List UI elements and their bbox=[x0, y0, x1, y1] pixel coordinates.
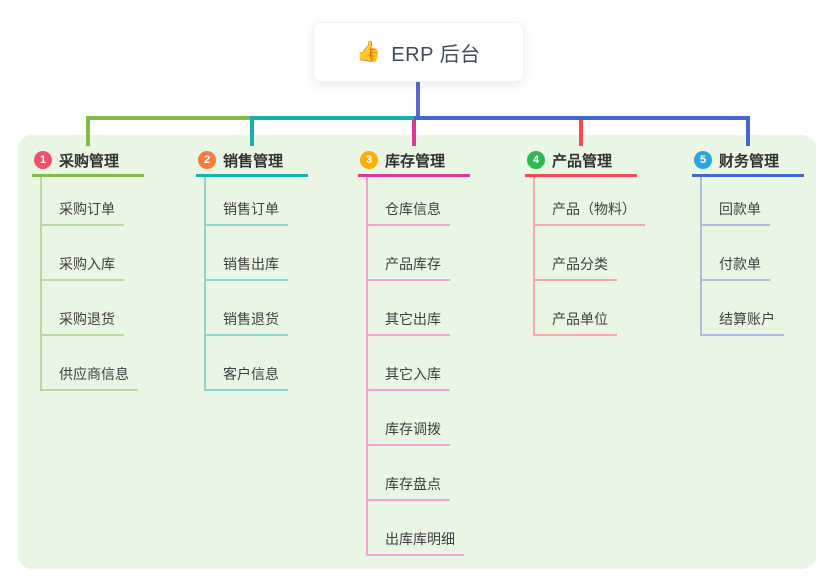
root-node[interactable]: 👍 ERP 后台 bbox=[313, 22, 524, 82]
branch-node-label: 财务管理 bbox=[719, 152, 780, 170]
branches-panel bbox=[18, 135, 816, 569]
child-node[interactable]: 回款单 bbox=[702, 177, 770, 226]
branch-drop-line-4 bbox=[579, 120, 583, 146]
child-node[interactable]: 产品（物料） bbox=[535, 177, 645, 226]
bus-segment-teal bbox=[250, 116, 416, 120]
branch-node-label: 产品管理 bbox=[552, 152, 613, 170]
branch-children: 回款单付款单结算账户 bbox=[700, 177, 804, 336]
bus-segment-green bbox=[86, 116, 252, 120]
branch-number-badge: 1 bbox=[34, 151, 52, 169]
child-node[interactable]: 出库库明细 bbox=[368, 501, 464, 556]
branch-4: 4 产品管理产品（物料）产品分类产品单位 bbox=[525, 146, 645, 336]
branch-5: 5 财务管理回款单付款单结算账户 bbox=[692, 146, 804, 336]
branch-node-label: 库存管理 bbox=[385, 152, 446, 170]
branch-node-1[interactable]: 1 采购管理 bbox=[32, 146, 144, 177]
child-node[interactable]: 产品分类 bbox=[535, 226, 617, 281]
child-node[interactable]: 结算账户 bbox=[702, 281, 784, 336]
branch-children: 产品（物料）产品分类产品单位 bbox=[533, 177, 645, 336]
child-node[interactable]: 销售订单 bbox=[206, 177, 288, 226]
child-node[interactable]: 产品单位 bbox=[535, 281, 617, 336]
bus-segment-blue bbox=[414, 116, 750, 120]
child-node[interactable]: 仓库信息 bbox=[368, 177, 450, 226]
root-connector-line bbox=[416, 82, 420, 120]
branch-node-3[interactable]: 3 库存管理 bbox=[358, 146, 470, 177]
branch-drop-line-1 bbox=[86, 120, 90, 146]
thumbs-up-icon: 👍 bbox=[356, 41, 382, 63]
branch-node-4[interactable]: 4 产品管理 bbox=[525, 146, 637, 177]
child-node[interactable]: 其它入库 bbox=[368, 336, 450, 391]
branch-drop-line-5 bbox=[746, 120, 750, 146]
child-node[interactable]: 销售出库 bbox=[206, 226, 288, 281]
child-node[interactable]: 采购订单 bbox=[42, 177, 124, 226]
child-node[interactable]: 库存调拨 bbox=[368, 391, 450, 446]
branch-node-5[interactable]: 5 财务管理 bbox=[692, 146, 804, 177]
child-node[interactable]: 产品库存 bbox=[368, 226, 450, 281]
child-node[interactable]: 客户信息 bbox=[206, 336, 288, 391]
child-node[interactable]: 采购退货 bbox=[42, 281, 124, 336]
child-node[interactable]: 库存盘点 bbox=[368, 446, 450, 501]
root-node-label: ERP 后台 bbox=[391, 43, 481, 66]
branch-children: 销售订单销售出库销售退货客户信息 bbox=[204, 177, 308, 391]
branch-3: 3 库存管理仓库信息产品库存其它出库其它入库库存调拨库存盘点出库库明细 bbox=[358, 146, 470, 556]
branch-children: 采购订单采购入库采购退货供应商信息 bbox=[40, 177, 144, 391]
branch-drop-line-3 bbox=[412, 120, 416, 146]
branch-node-label: 销售管理 bbox=[223, 152, 284, 170]
child-node[interactable]: 其它出库 bbox=[368, 281, 450, 336]
branch-node-2[interactable]: 2 销售管理 bbox=[196, 146, 308, 177]
child-node[interactable]: 付款单 bbox=[702, 226, 770, 281]
branch-number-badge: 2 bbox=[198, 151, 216, 169]
child-node[interactable]: 销售退货 bbox=[206, 281, 288, 336]
branch-children: 仓库信息产品库存其它出库其它入库库存调拨库存盘点出库库明细 bbox=[366, 177, 470, 556]
branch-node-label: 采购管理 bbox=[59, 152, 120, 170]
branch-2: 2 销售管理销售订单销售出库销售退货客户信息 bbox=[196, 146, 308, 391]
child-node[interactable]: 采购入库 bbox=[42, 226, 124, 281]
branch-number-badge: 5 bbox=[694, 151, 712, 169]
branch-1: 1 采购管理采购订单采购入库采购退货供应商信息 bbox=[32, 146, 144, 391]
child-node[interactable]: 供应商信息 bbox=[42, 336, 138, 391]
branch-number-badge: 4 bbox=[527, 151, 545, 169]
branch-drop-line-2 bbox=[250, 120, 254, 146]
branch-number-badge: 3 bbox=[360, 151, 378, 169]
